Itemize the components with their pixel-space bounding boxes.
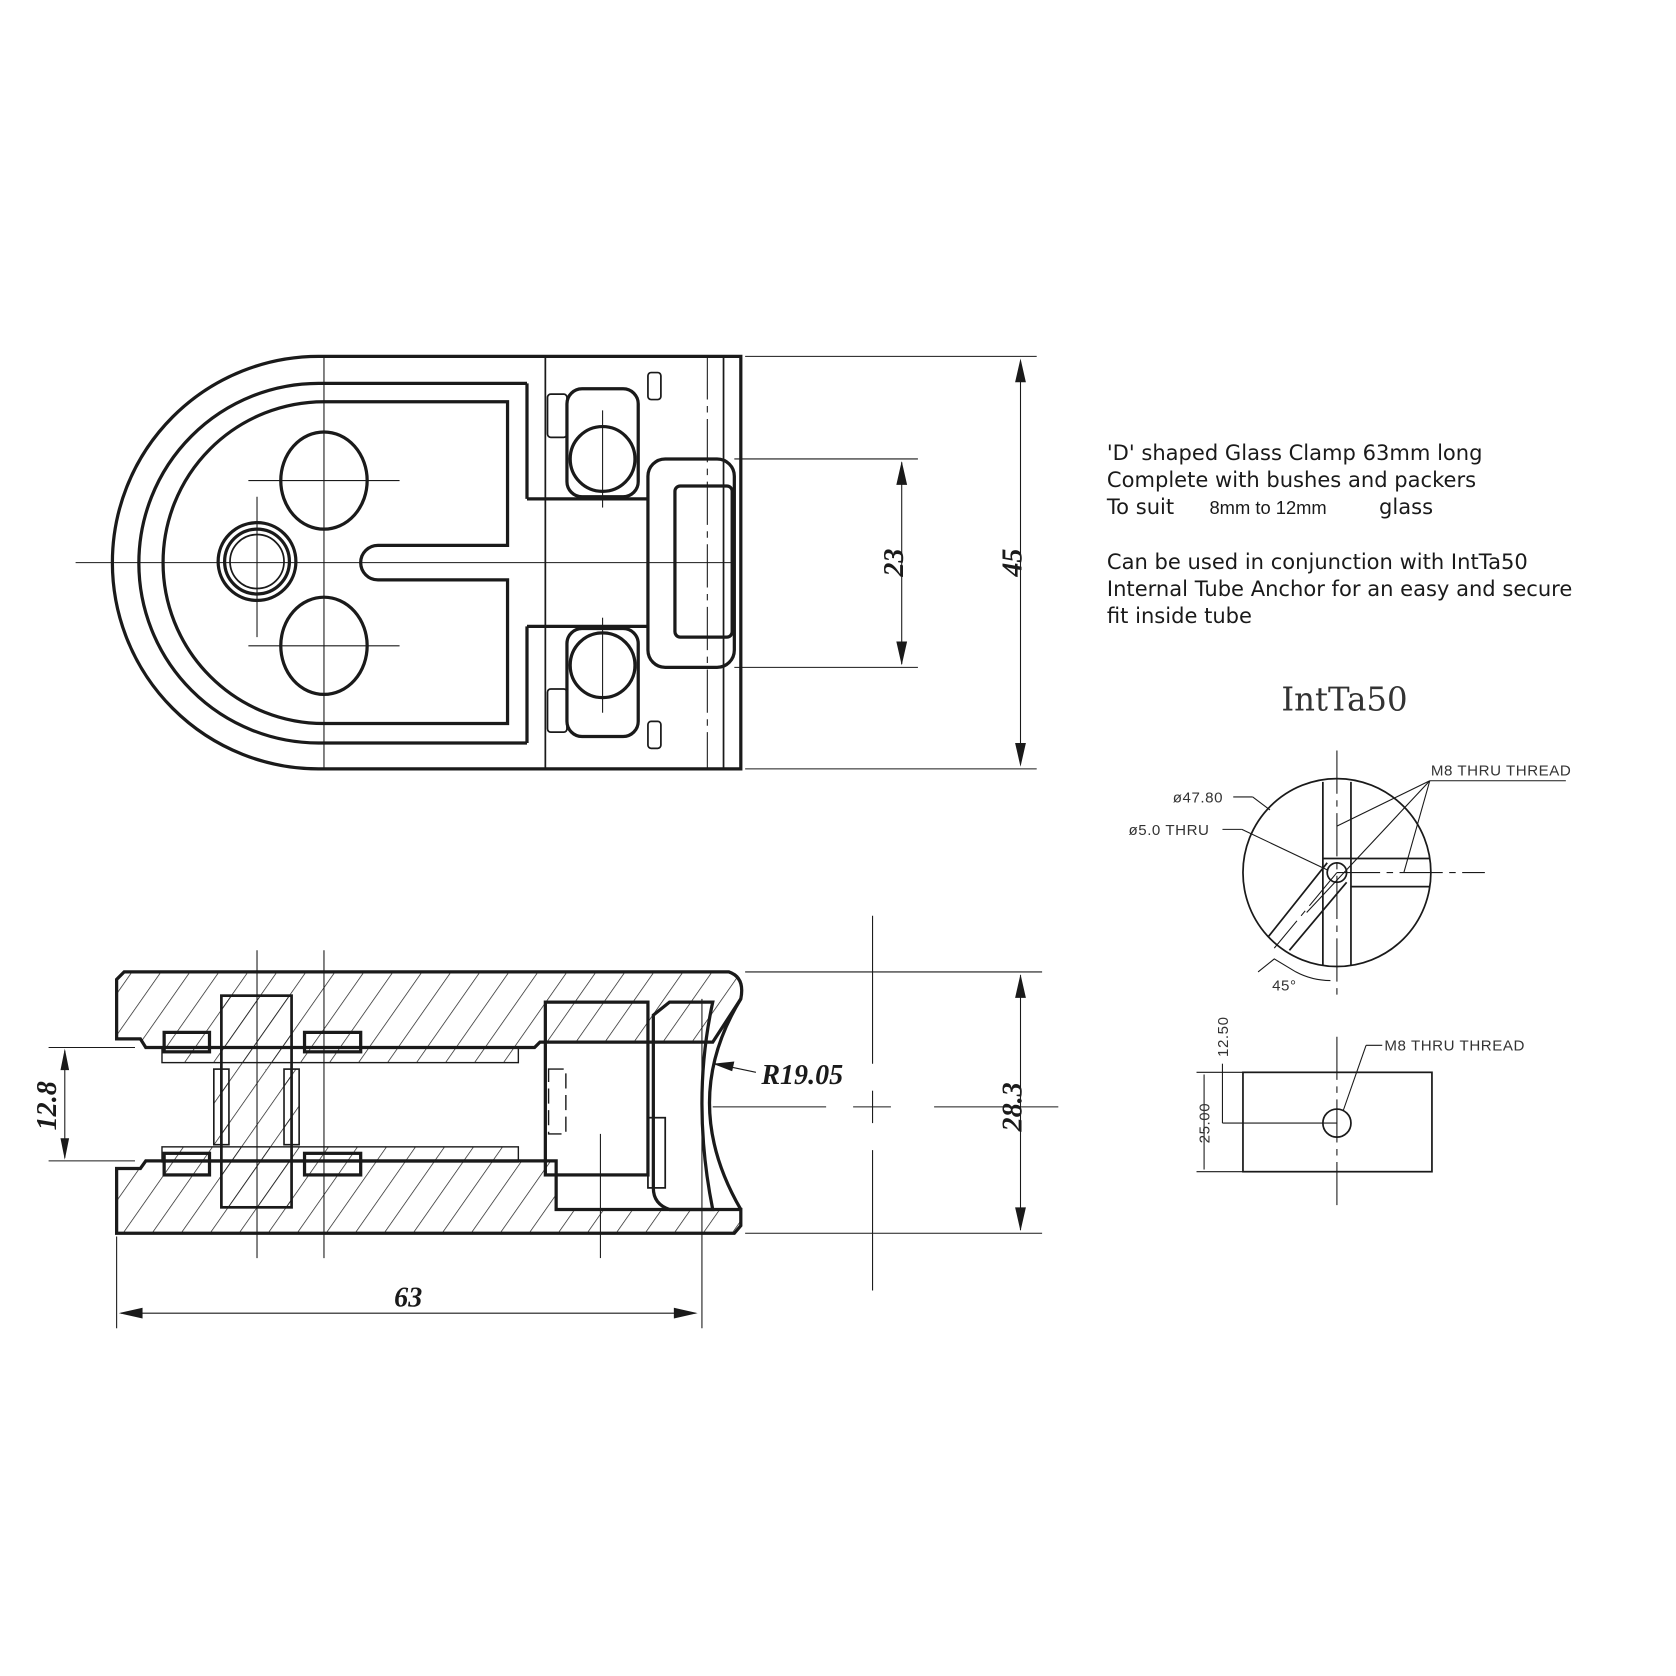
clamp-section-view [115, 950, 744, 1329]
dimension-23-label: 23 [879, 549, 910, 578]
description-line-3-prefix: To suit [1106, 494, 1174, 519]
description-line-5: Internal Tube Anchor for an easy and sec… [1107, 576, 1572, 601]
dimension-45-label: 45 [998, 549, 1029, 578]
description-line-1: 'D' shaped Glass Clamp 63mm long [1107, 440, 1483, 465]
thread-label: M8 THRU THREAD [1431, 762, 1571, 779]
description-line-3-suffix: glass [1379, 494, 1433, 519]
description-line-2: Complete with bushes and packers [1107, 467, 1476, 492]
dimension-12-8: 12.8 [32, 1046, 135, 1162]
anchor-title: IntTa50 [1281, 681, 1407, 719]
description-line-4: Can be used in conjunction with IntTa50 [1107, 549, 1528, 574]
description-line-6: fit inside tube [1107, 603, 1252, 628]
anchor-side-view: 12.50 25.00 M8 THRU THREAD [1196, 1016, 1524, 1208]
dimension-63: 63 [116, 1236, 698, 1329]
dimension-45: 45 [745, 355, 1037, 770]
dimension-r19-label: R19.05 [760, 1060, 843, 1091]
product-description: 'D' shaped Glass Clamp 63mm long Complet… [1106, 440, 1572, 628]
dimension-28-3-label: 28.3 [998, 1082, 1029, 1132]
dimension-12-8-label: 12.8 [32, 1081, 63, 1130]
dim-12-50-label: 12.50 [1215, 1016, 1232, 1057]
dimension-r19: R19.05 [712, 1060, 843, 1091]
clamp-top-view [75, 354, 743, 771]
dimension-63-label: 63 [394, 1283, 422, 1314]
dim-25-00-label: 25.00 [1196, 1103, 1213, 1144]
hole-label: ø5.0 THRU [1128, 822, 1209, 839]
angle-label: 45° [1272, 977, 1296, 994]
side-thread-label: M8 THRU THREAD [1384, 1038, 1524, 1055]
dimension-23: 23 [734, 458, 918, 668]
anchor-top-view: ø47.80 ø5.0 THRU M8 THRU THREAD 45° [1128, 750, 1571, 999]
center-mark [712, 915, 1059, 1291]
description-line-3-range: 8mm to 12mm [1209, 497, 1326, 518]
dimension-28-3: 28.3 [745, 971, 1043, 1234]
diameter-label: ø47.80 [1173, 789, 1223, 806]
